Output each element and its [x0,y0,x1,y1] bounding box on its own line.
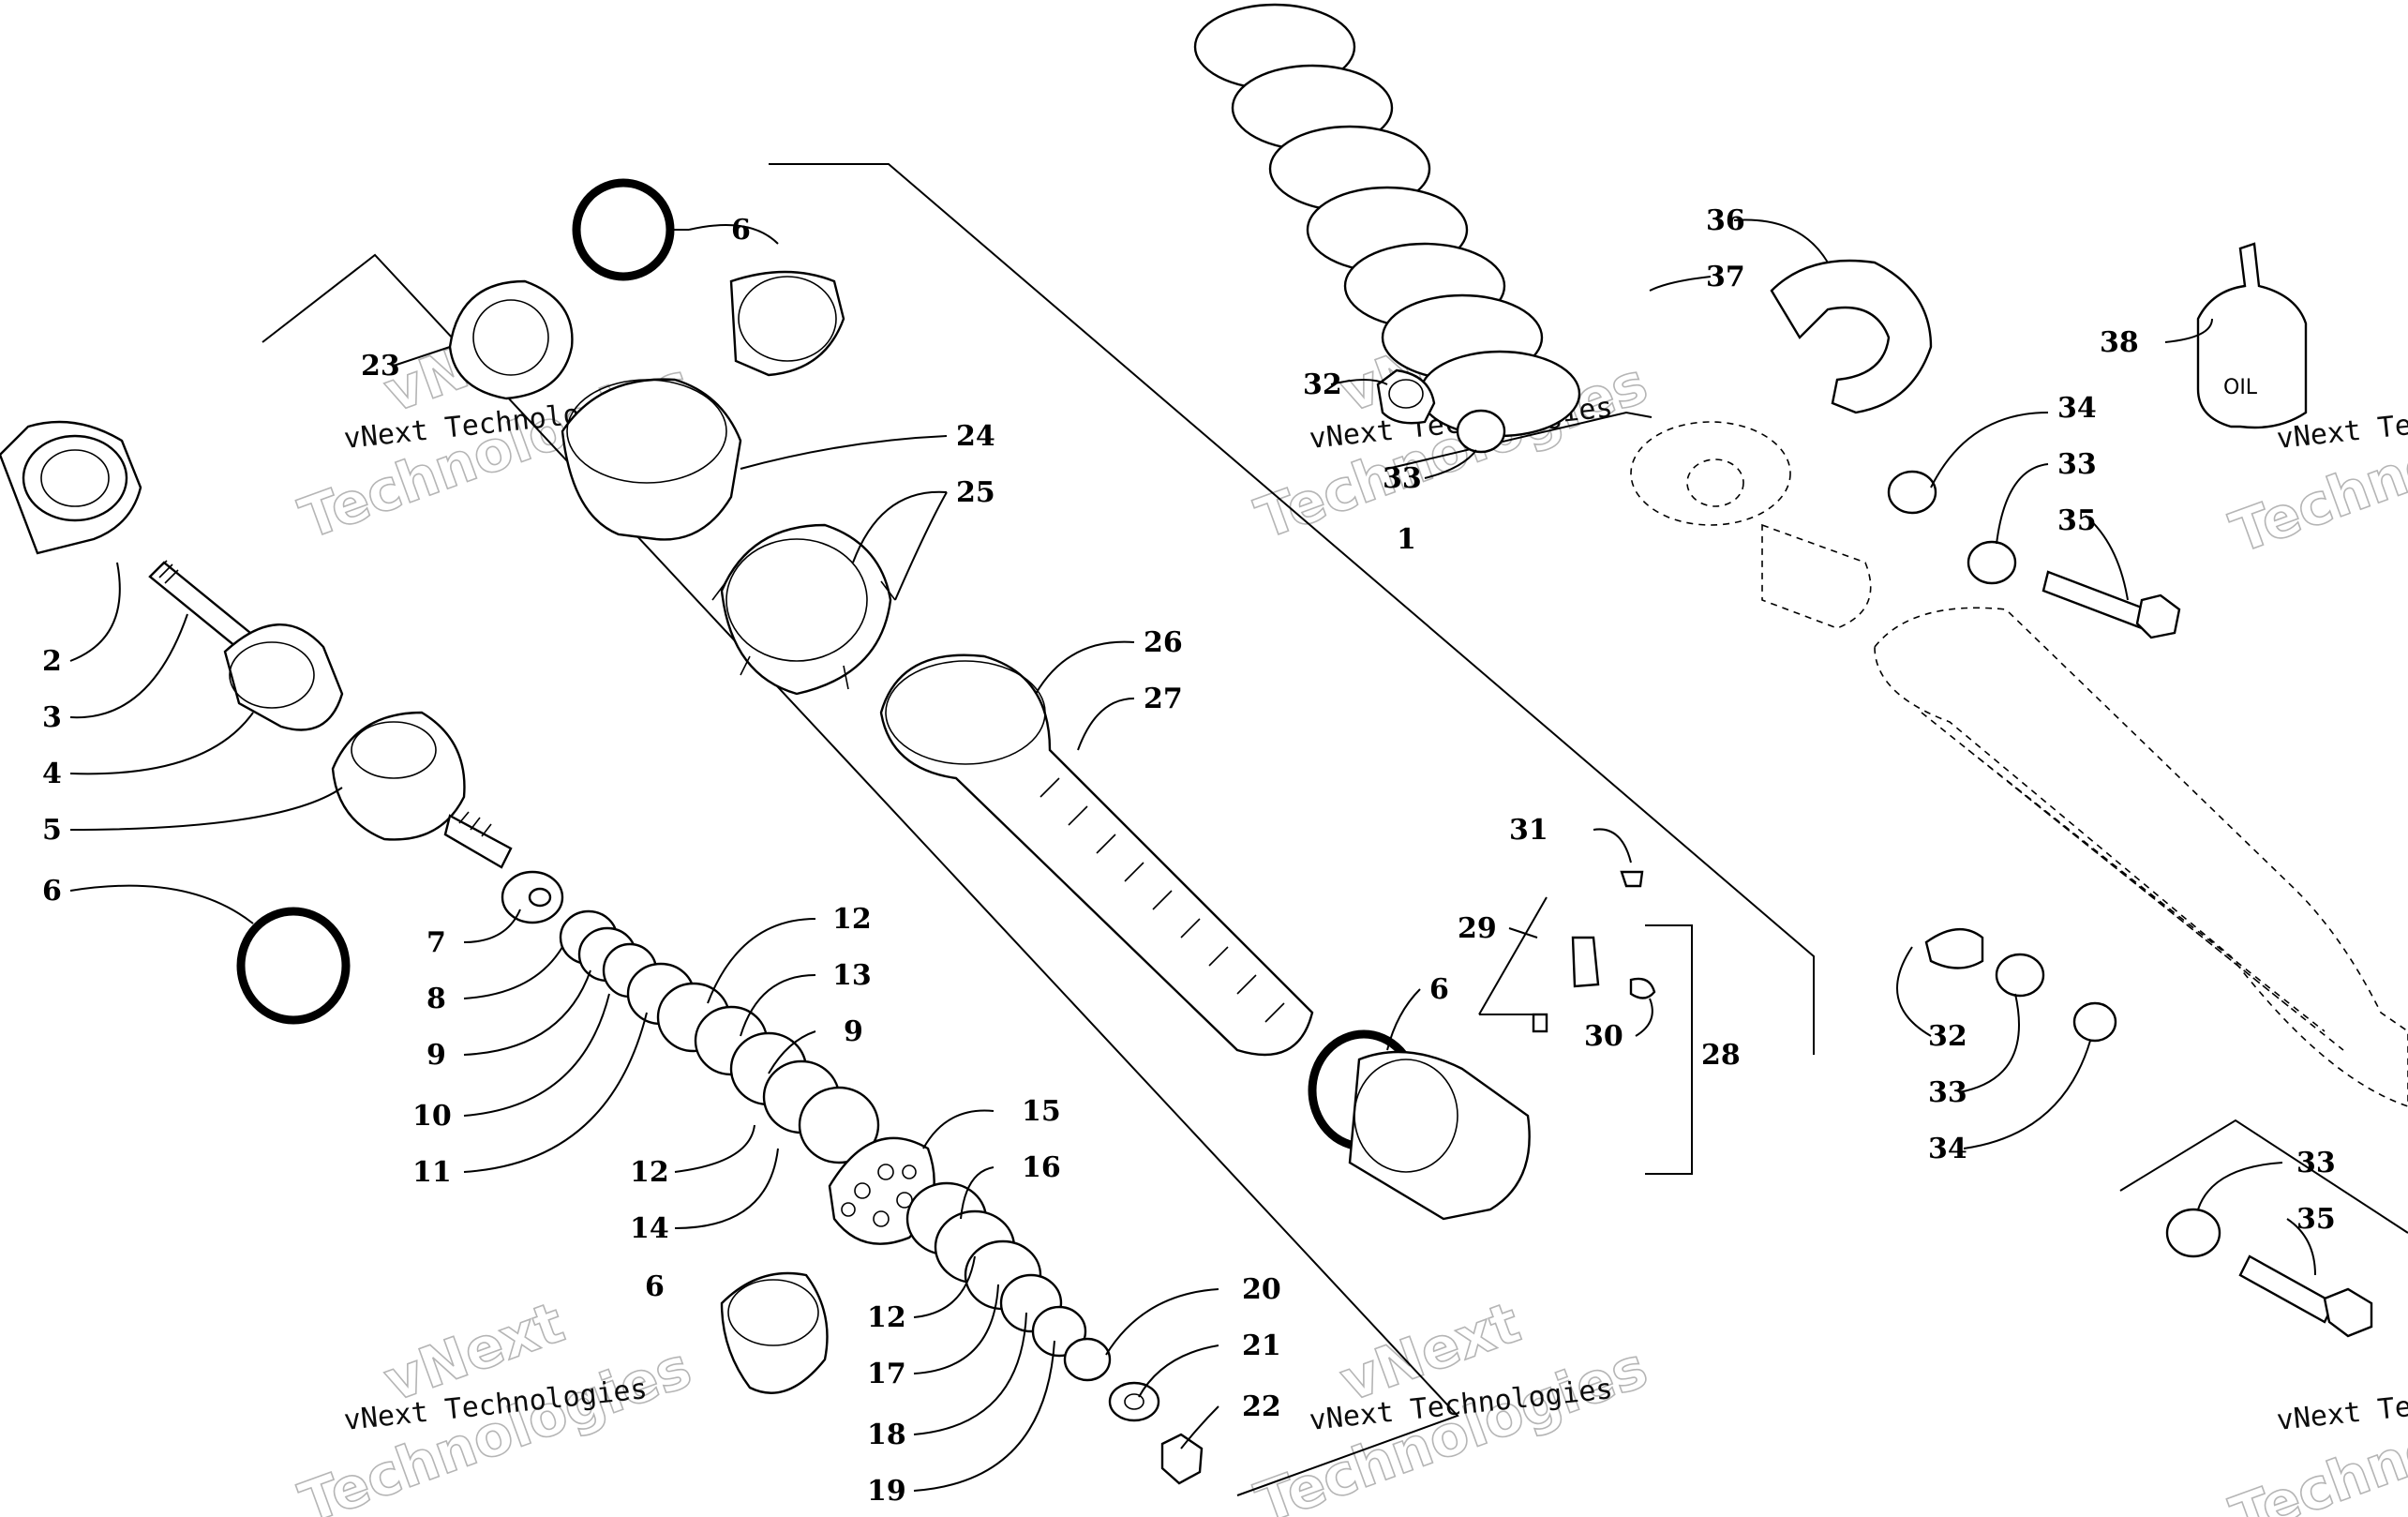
callout-36: 36 [1706,204,1745,237]
oil-bottle-label: OIL [2223,376,2258,399]
callout-37: 37 [1706,261,1745,293]
callout-33-lower: 33 [1928,1076,1967,1109]
callout-5: 5 [42,814,62,847]
callout-23: 23 [361,350,400,383]
ghost-upper-shock [1630,421,1872,629]
callout-8: 8 [426,983,446,1015]
watermark-top-right: Technolo vNext Tec [2221,407,2408,567]
callout-1: 1 [1397,523,1416,556]
callout-7: 7 [426,926,446,959]
callout-17: 17 [867,1358,906,1390]
callout-31: 31 [1509,814,1548,847]
callout-20: 20 [1242,1273,1281,1306]
bracket-29 [1478,896,1548,1015]
callout-6-right: 6 [1429,973,1449,1006]
part-26-body [879,653,1314,1057]
callout-15: 15 [1022,1095,1061,1128]
callout-34-lower: 34 [1928,1133,1967,1165]
part-6-band-lower [720,1271,829,1394]
part-38-oil-bottle: OIL [2196,242,2308,429]
callout-26: 26 [1144,626,1183,659]
part-5-seal-head [331,711,513,869]
part-32-bushing-lower [1924,927,1984,969]
part-33-washer-top [1456,409,1506,454]
part-6-oring-top [572,178,675,281]
callout-4: 4 [42,758,62,790]
callout-18: 18 [867,1419,906,1451]
callout-25: 25 [956,476,995,509]
callout-11: 11 [412,1156,452,1189]
watermark-bottom-left: vNext Technologies vNext Technologies [291,1289,700,1517]
part-28-reservoir-cap [1348,1050,1531,1221]
bracket-28 [1645,924,1693,1175]
part-25-preload-collar [711,523,896,696]
callout-38: 38 [2100,326,2139,359]
part-24-sleeve [561,378,742,541]
part-23-cap [448,279,574,400]
callout-6-top: 6 [731,214,751,247]
callout-14: 14 [630,1212,669,1245]
callout-34-top: 34 [2057,392,2097,425]
callout-33-top: 33 [1383,462,1422,495]
callout-32-top: 32 [1303,368,1342,401]
callout-16: 16 [1022,1151,1061,1184]
part-4-cap [223,623,344,731]
watermark-bottom-center: vNext Technologies vNext Technologies [1247,1289,1656,1517]
callout-9-left: 9 [426,1039,446,1072]
ghost-lower-shock [1874,607,2408,1107]
part-32-bushing-top [1376,368,1436,425]
part-6-oring-left [236,907,351,1025]
leader-lines [69,218,2316,1492]
callout-21: 21 [1242,1329,1281,1362]
callout-10: 10 [412,1100,452,1133]
callout-35-bottom: 35 [2296,1203,2336,1236]
upper-mount-line [1386,411,1653,470]
callout-3: 3 [42,701,62,734]
part-37-spring [1193,3,1581,438]
callout-12-mid: 12 [630,1156,669,1189]
callout-12-top: 12 [832,903,872,936]
valve-stack-washers [501,870,880,1164]
part-6-band-top [729,270,845,377]
part-36-spring-retainer [1770,259,1933,414]
part-31-screw [1620,870,1644,888]
callout-6-left: 6 [42,875,62,908]
callout-9-right: 9 [844,1015,863,1048]
callout-22: 22 [1242,1390,1281,1423]
part-33-washer-right [1967,540,2017,585]
group-frames [262,163,2408,1496]
callout-6-bottom: 6 [645,1270,665,1303]
assembly-frame-1 [769,163,1815,1055]
part-34-spacer-top [1887,470,1937,515]
callout-28: 28 [1701,1039,1741,1072]
callout-13: 13 [832,959,872,992]
part-29-valve [1532,936,1656,1033]
part-33-washer-bottom [2165,1208,2221,1258]
callout-32-lower: 32 [1928,1020,1967,1053]
part-33-washer-lower [1995,953,2045,998]
part-34-spacer-lower [2072,1001,2117,1043]
callout-33-right: 33 [2057,448,2097,481]
callout-19: 19 [867,1475,906,1508]
callout-24: 24 [956,420,995,453]
callout-2: 2 [42,645,62,678]
valve-stack-frame [262,253,1459,1496]
part-2-bushing [0,420,142,555]
callout-30: 30 [1584,1020,1623,1053]
callout-33-bottom: 33 [2296,1147,2336,1179]
part-35-bolt-top [2042,570,2181,639]
callout-27: 27 [1144,683,1183,715]
callout-29: 29 [1458,912,1497,945]
callout-35-top: 35 [2057,504,2097,537]
callout-12-low: 12 [867,1301,906,1334]
lower-mount-frame [2119,1119,2408,1234]
watermark-bottom-right: Technolo vNext Tec [2221,1389,2408,1517]
valve-stack-lower-washers [905,1181,1204,1485]
part-35-bolt-bottom [2238,1254,2373,1338]
callout-labels: 1 2 3 4 5 6 6 6 6 7 8 9 9 10 11 12 12 12… [42,204,2336,1508]
